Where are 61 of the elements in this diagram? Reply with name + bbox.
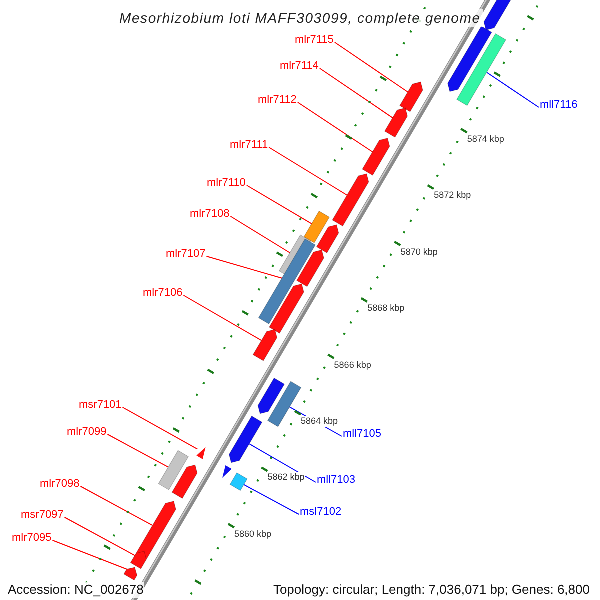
gene-block [400,82,424,112]
gene-triangle [222,466,232,478]
leader-line [206,256,283,279]
leader-line [246,185,312,224]
leader-line [244,484,300,515]
gene-label: mlr7106 [143,287,183,300]
gene-block [172,464,198,499]
gene-label: mll7105 [343,428,382,441]
gene-label: mlr7108 [190,208,230,221]
leader-line [230,216,291,254]
gene-block [228,416,263,464]
gene-block [362,138,390,176]
scale-label: 5870 kbp [400,246,438,258]
leader-line [122,407,198,450]
scale-label: 5874 kbp [467,134,504,145]
scale-label: 5872 kbp [434,190,472,202]
leader-line [249,444,316,483]
gene-block [296,250,324,288]
scale-label: 5868 kbp [368,303,405,314]
gene-label: msr7101 [79,399,122,412]
leader-line [297,102,374,153]
leader-line [64,517,136,556]
leader-line [319,68,394,119]
gene-label: mlr7099 [67,426,107,439]
gene-label: mll7116 [540,99,578,112]
gene-box [230,472,248,492]
accession-text: Accession: NC_002678 [8,582,144,598]
gene-block [332,174,370,227]
scale-label: 5860 kbp [234,528,272,540]
gene-label: mlr7112 [258,94,297,107]
gene-block [136,500,176,560]
gene-label: mlr7111 [230,139,268,152]
scale-label: 5866 kbp [334,360,372,370]
gene-block [448,26,492,92]
gene-label: mlr7110 [207,177,246,190]
gene-block [252,329,278,362]
leader-line [183,295,262,342]
gene-label: msr7097 [21,509,64,522]
gene-label: mlr7114 [280,60,319,73]
leader-line [80,486,154,526]
scale-label: 5864 kbp [301,416,338,427]
gene-block [130,551,147,570]
diagram-title: Mesorhizobium loti MAFF303099, complete genome [118,9,483,27]
leader-line [268,147,348,196]
leader-line [52,540,128,570]
gene-block [269,284,304,334]
gene-label: mlr7107 [166,248,206,261]
gene-label: mlr7098 [40,478,80,491]
gene-label: mlr7115 [295,34,334,47]
genome-info-text: Topology: circular; Length: 7,036,071 bp; Genes: 6,800 [273,582,590,598]
gene-triangle [196,447,206,460]
leader-line [107,434,169,468]
leader-line [334,42,409,93]
gene-label: mlr7095 [12,532,52,545]
gene-block [258,378,286,414]
gene-label: msl7102 [300,506,342,519]
scale-label: 5862 kbp [268,472,305,484]
gene-block [316,224,340,254]
gene-label: mll7103 [317,474,356,487]
leader-line [486,72,540,108]
gene-block [384,108,408,138]
